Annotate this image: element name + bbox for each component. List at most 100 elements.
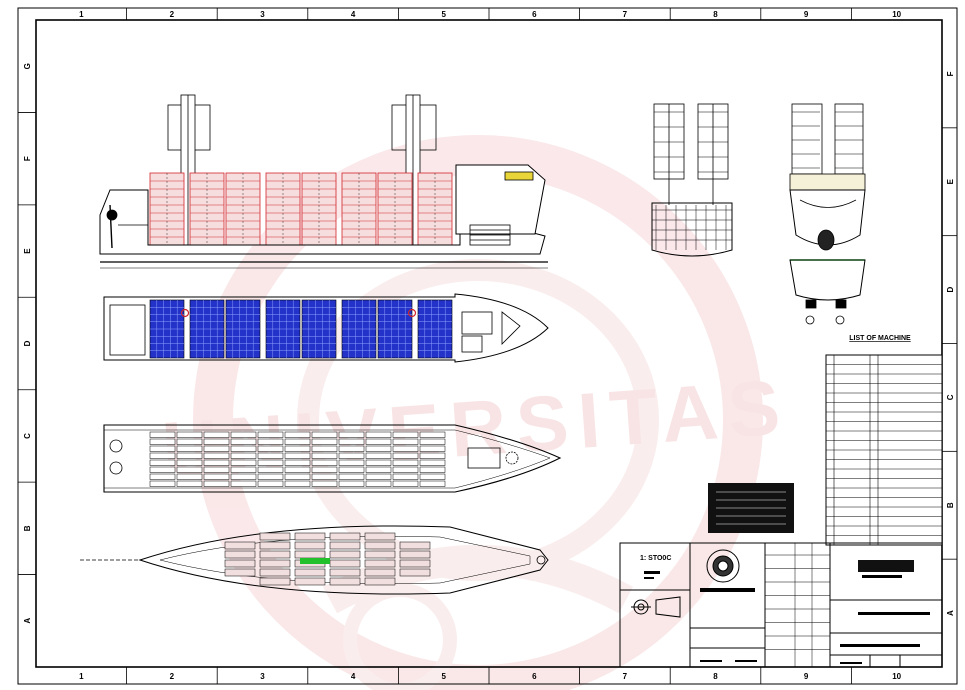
list-of-machine-table <box>825 354 943 546</box>
grid-row-label: B <box>23 525 32 531</box>
hold-cell <box>311 438 338 445</box>
hold-cell <box>230 466 257 473</box>
hold-cell <box>365 445 392 452</box>
grid-col-label: 1 <box>79 10 84 19</box>
hold-cell <box>230 480 257 487</box>
hold-cell <box>284 466 311 473</box>
hold-cell <box>338 466 365 473</box>
bottom-tank-grid <box>224 532 431 586</box>
hold-cell <box>338 452 365 459</box>
grid-row-label: C <box>23 433 32 439</box>
hold-cell <box>419 445 446 452</box>
hold-cell <box>257 452 284 459</box>
hold-cell <box>365 480 392 487</box>
grid-col-label: 1 <box>79 672 84 681</box>
hold-cell <box>149 438 176 445</box>
hold-cell <box>311 466 338 473</box>
bottom-tank-cell <box>224 541 256 550</box>
hold-cell <box>176 459 203 466</box>
hold-cell <box>257 459 284 466</box>
bottom-tank-cell <box>259 559 291 568</box>
hold-cell <box>392 480 419 487</box>
hold-cell <box>419 431 446 438</box>
hold-cell <box>203 466 230 473</box>
bottom-tank-cell <box>329 577 361 586</box>
hold-cell <box>230 473 257 480</box>
bottom-tank-cell <box>399 550 431 559</box>
bottom-tank-cell <box>224 568 256 577</box>
grid-col-label: 8 <box>713 672 718 681</box>
hold-cell <box>149 431 176 438</box>
hold-cell <box>203 445 230 452</box>
hold-cell <box>284 445 311 452</box>
grid-col-label: 5 <box>441 10 446 19</box>
hold-cell <box>338 445 365 452</box>
hold-cell <box>365 452 392 459</box>
grid-row-label: F <box>946 71 955 76</box>
hold-cell <box>203 452 230 459</box>
notes-block <box>708 483 794 533</box>
cross-section-fwd <box>789 103 866 325</box>
hold-cell <box>365 431 392 438</box>
bottom-tank-cell <box>364 559 396 568</box>
hold-cell <box>365 473 392 480</box>
profile-view <box>99 94 548 269</box>
hold-cell <box>392 459 419 466</box>
hold-cell <box>338 438 365 445</box>
bottom-tank-cell <box>259 577 291 586</box>
hold-cell <box>176 480 203 487</box>
hold-cell <box>338 459 365 466</box>
deck-container-bays <box>149 299 453 359</box>
bottom-tank-cell <box>329 550 361 559</box>
bottom-tank-cell <box>329 568 361 577</box>
grid-row-label: F <box>23 156 32 161</box>
grid-row-label: D <box>23 340 32 346</box>
bottom-tank-cell <box>294 550 326 559</box>
hold-cell <box>257 438 284 445</box>
hold-cell <box>203 480 230 487</box>
hold-cell <box>257 431 284 438</box>
grid-col-label: 3 <box>260 10 265 19</box>
grid-col-label: 9 <box>804 10 809 19</box>
hold-cell <box>203 473 230 480</box>
grid-col-label: 4 <box>351 672 356 681</box>
hold-cell <box>311 459 338 466</box>
grid-row-label: G <box>23 63 32 69</box>
hold-cell <box>419 473 446 480</box>
hold-cell <box>257 466 284 473</box>
grid-row-label: D <box>946 286 955 292</box>
grid-row-label: A <box>23 618 32 624</box>
list-of-machine: LIST OF MACHINE <box>825 335 943 546</box>
bottom-tank-cell <box>294 541 326 550</box>
grid-col-label: 4 <box>351 10 356 19</box>
profile-container-stacks <box>149 172 453 246</box>
hold-cell <box>176 438 203 445</box>
hold-cell <box>419 452 446 459</box>
grid-col-label: 10 <box>892 10 901 19</box>
hold-cell <box>392 452 419 459</box>
bottom-plan <box>80 525 549 595</box>
hold-cell <box>176 473 203 480</box>
grid-col-label: 5 <box>441 672 446 681</box>
hold-cell <box>338 431 365 438</box>
hold-cell <box>230 438 257 445</box>
bottom-tank-cell <box>364 577 396 586</box>
hold-cell <box>284 459 311 466</box>
bottom-tank-cell <box>294 532 326 541</box>
hold-cell <box>419 459 446 466</box>
hold-container-grid <box>149 431 446 487</box>
deck-plan <box>103 293 549 363</box>
bottom-tank-cell <box>224 559 256 568</box>
bottom-tank-cell <box>224 550 256 559</box>
hold-cell <box>419 438 446 445</box>
hold-cell <box>176 466 203 473</box>
hold-cell <box>176 431 203 438</box>
projection-symbol-icon <box>631 596 681 618</box>
hold-cell <box>392 438 419 445</box>
hold-cell <box>230 452 257 459</box>
hold-plan <box>103 424 562 493</box>
hold-cell <box>338 473 365 480</box>
hold-cell <box>257 445 284 452</box>
bottom-tank-cell <box>399 559 431 568</box>
bottom-tank-cell <box>329 532 361 541</box>
